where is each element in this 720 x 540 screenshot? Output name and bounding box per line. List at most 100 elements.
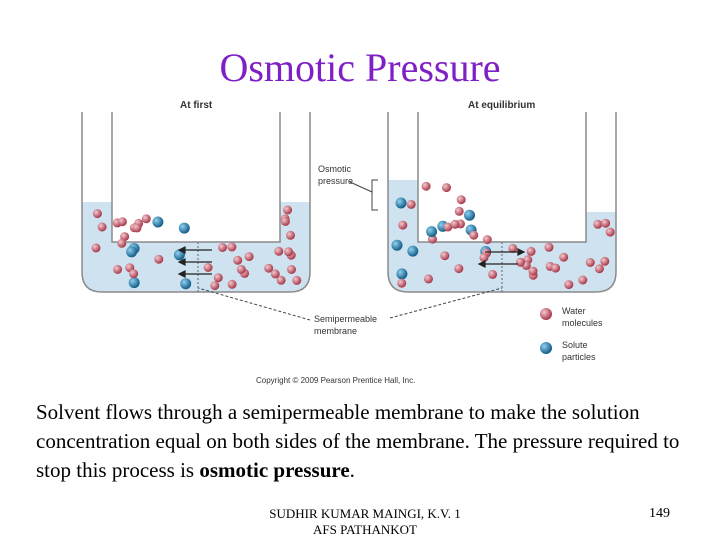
water-molecule (456, 195, 466, 205)
slide-title: Osmotic Pressure (219, 45, 501, 90)
u-tube-diagram: At first At equilibrium Osmotic pressure… (60, 92, 660, 392)
water-molecule (440, 251, 450, 261)
water-molecule (585, 258, 595, 267)
u-tube-equilibrium (387, 112, 617, 293)
water-molecule (236, 264, 246, 274)
water-molecule (559, 252, 569, 262)
body-text-end: . (349, 458, 355, 482)
water-molecule (443, 222, 453, 232)
water-molecule (424, 274, 433, 284)
legend-solute-2: particles (562, 352, 596, 362)
water-molecule (442, 183, 451, 193)
molecule-cluster-right (391, 181, 615, 290)
footer-author-line1: SUDHIR KUMAR MAINGI, K.V. 1 (269, 506, 461, 521)
water-molecule (227, 279, 237, 289)
water-molecule (227, 242, 237, 252)
page-number: 149 (649, 506, 670, 521)
water-molecule (274, 246, 284, 256)
water-molecule (593, 219, 603, 229)
water-molecule (117, 217, 127, 227)
figure-copyright: Copyright © 2009 Pearson Prentice Hall, … (256, 376, 415, 385)
water-molecule (283, 205, 293, 215)
water-molecule (154, 254, 164, 264)
water-molecule (270, 269, 280, 279)
water-molecule (287, 265, 296, 274)
solute-particle (426, 226, 438, 238)
water-molecule (129, 269, 139, 279)
water-molecule (398, 220, 408, 230)
water-molecule (210, 281, 220, 291)
water-molecule (600, 256, 610, 266)
water-molecule (264, 263, 274, 273)
water-molecule (284, 247, 294, 257)
footer-author-line2: AFS PATHANKOT (313, 522, 417, 537)
water-molecule (203, 263, 213, 272)
water-molecule (280, 216, 290, 226)
water-molecule (469, 230, 479, 240)
water-molecule (97, 222, 107, 232)
water-molecule (594, 264, 604, 274)
water-molecule (551, 263, 561, 273)
water-molecule-icon (540, 308, 552, 320)
footer-author: SUDHIR KUMAR MAINGI, K.V. 1 AFS PATHANKO… (230, 506, 500, 538)
legend: Water molecules Solute particles (540, 306, 603, 362)
water-molecule (233, 255, 243, 265)
solute-particle (178, 222, 190, 234)
label-semi-2: membrane (314, 326, 357, 336)
body-text-main: Solvent flows through a semipermeable me… (36, 400, 680, 482)
water-molecule (516, 257, 525, 267)
water-molecule (508, 243, 518, 253)
water-molecule (578, 275, 588, 285)
water-molecule (528, 266, 538, 276)
water-molecule (544, 242, 554, 252)
legend-water-2: molecules (562, 318, 603, 328)
label-at-first: At first (180, 100, 213, 111)
label-at-equilibrium: At equilibrium (468, 100, 535, 111)
solute-particle (180, 278, 192, 290)
water-molecule (526, 246, 536, 256)
legend-solute-1: Solute (562, 340, 588, 350)
body-text-bold: osmotic pressure (199, 458, 350, 482)
water-molecule (482, 235, 492, 245)
water-molecule (605, 227, 615, 237)
u-tube-initial (81, 112, 311, 293)
solute-particle (391, 239, 403, 251)
solute-particle (152, 216, 164, 228)
flow-arrows (177, 246, 526, 278)
water-molecule (479, 253, 489, 263)
water-molecule (421, 181, 431, 191)
water-molecule (244, 252, 254, 262)
water-molecule (450, 219, 460, 229)
water-molecule (218, 243, 227, 252)
water-molecule (276, 275, 286, 285)
label-osmotic-1: Osmotic (318, 164, 352, 174)
water-molecule (406, 199, 416, 209)
water-molecule (564, 280, 574, 290)
solute-particle-icon (540, 342, 552, 354)
water-molecule (113, 264, 123, 274)
u-tube-svg: At first At equilibrium Osmotic pressure… (81, 100, 617, 385)
solute-particle (128, 277, 140, 289)
membrane-pointers (197, 287, 503, 321)
solute-particle (407, 245, 419, 257)
water-molecule (454, 206, 464, 216)
water-molecule (292, 275, 302, 285)
water-molecule (397, 278, 407, 288)
water-molecule (117, 238, 127, 248)
label-osmotic-2: pressure (318, 176, 353, 186)
water-molecule (601, 218, 611, 228)
water-molecule (454, 264, 464, 274)
osmotic-pressure-bracket (349, 179, 378, 211)
solute-particle (396, 268, 408, 280)
solute-particle (395, 197, 407, 209)
water-molecule (92, 209, 102, 219)
water-molecule (132, 223, 142, 233)
label-semi-1: Semipermeable (314, 314, 377, 324)
water-molecule (141, 214, 151, 224)
water-molecule (91, 243, 101, 253)
solute-particle (126, 246, 138, 258)
water-molecule (213, 273, 223, 283)
water-molecule (488, 269, 498, 279)
solute-particle (464, 209, 475, 221)
water-molecule (286, 230, 295, 240)
